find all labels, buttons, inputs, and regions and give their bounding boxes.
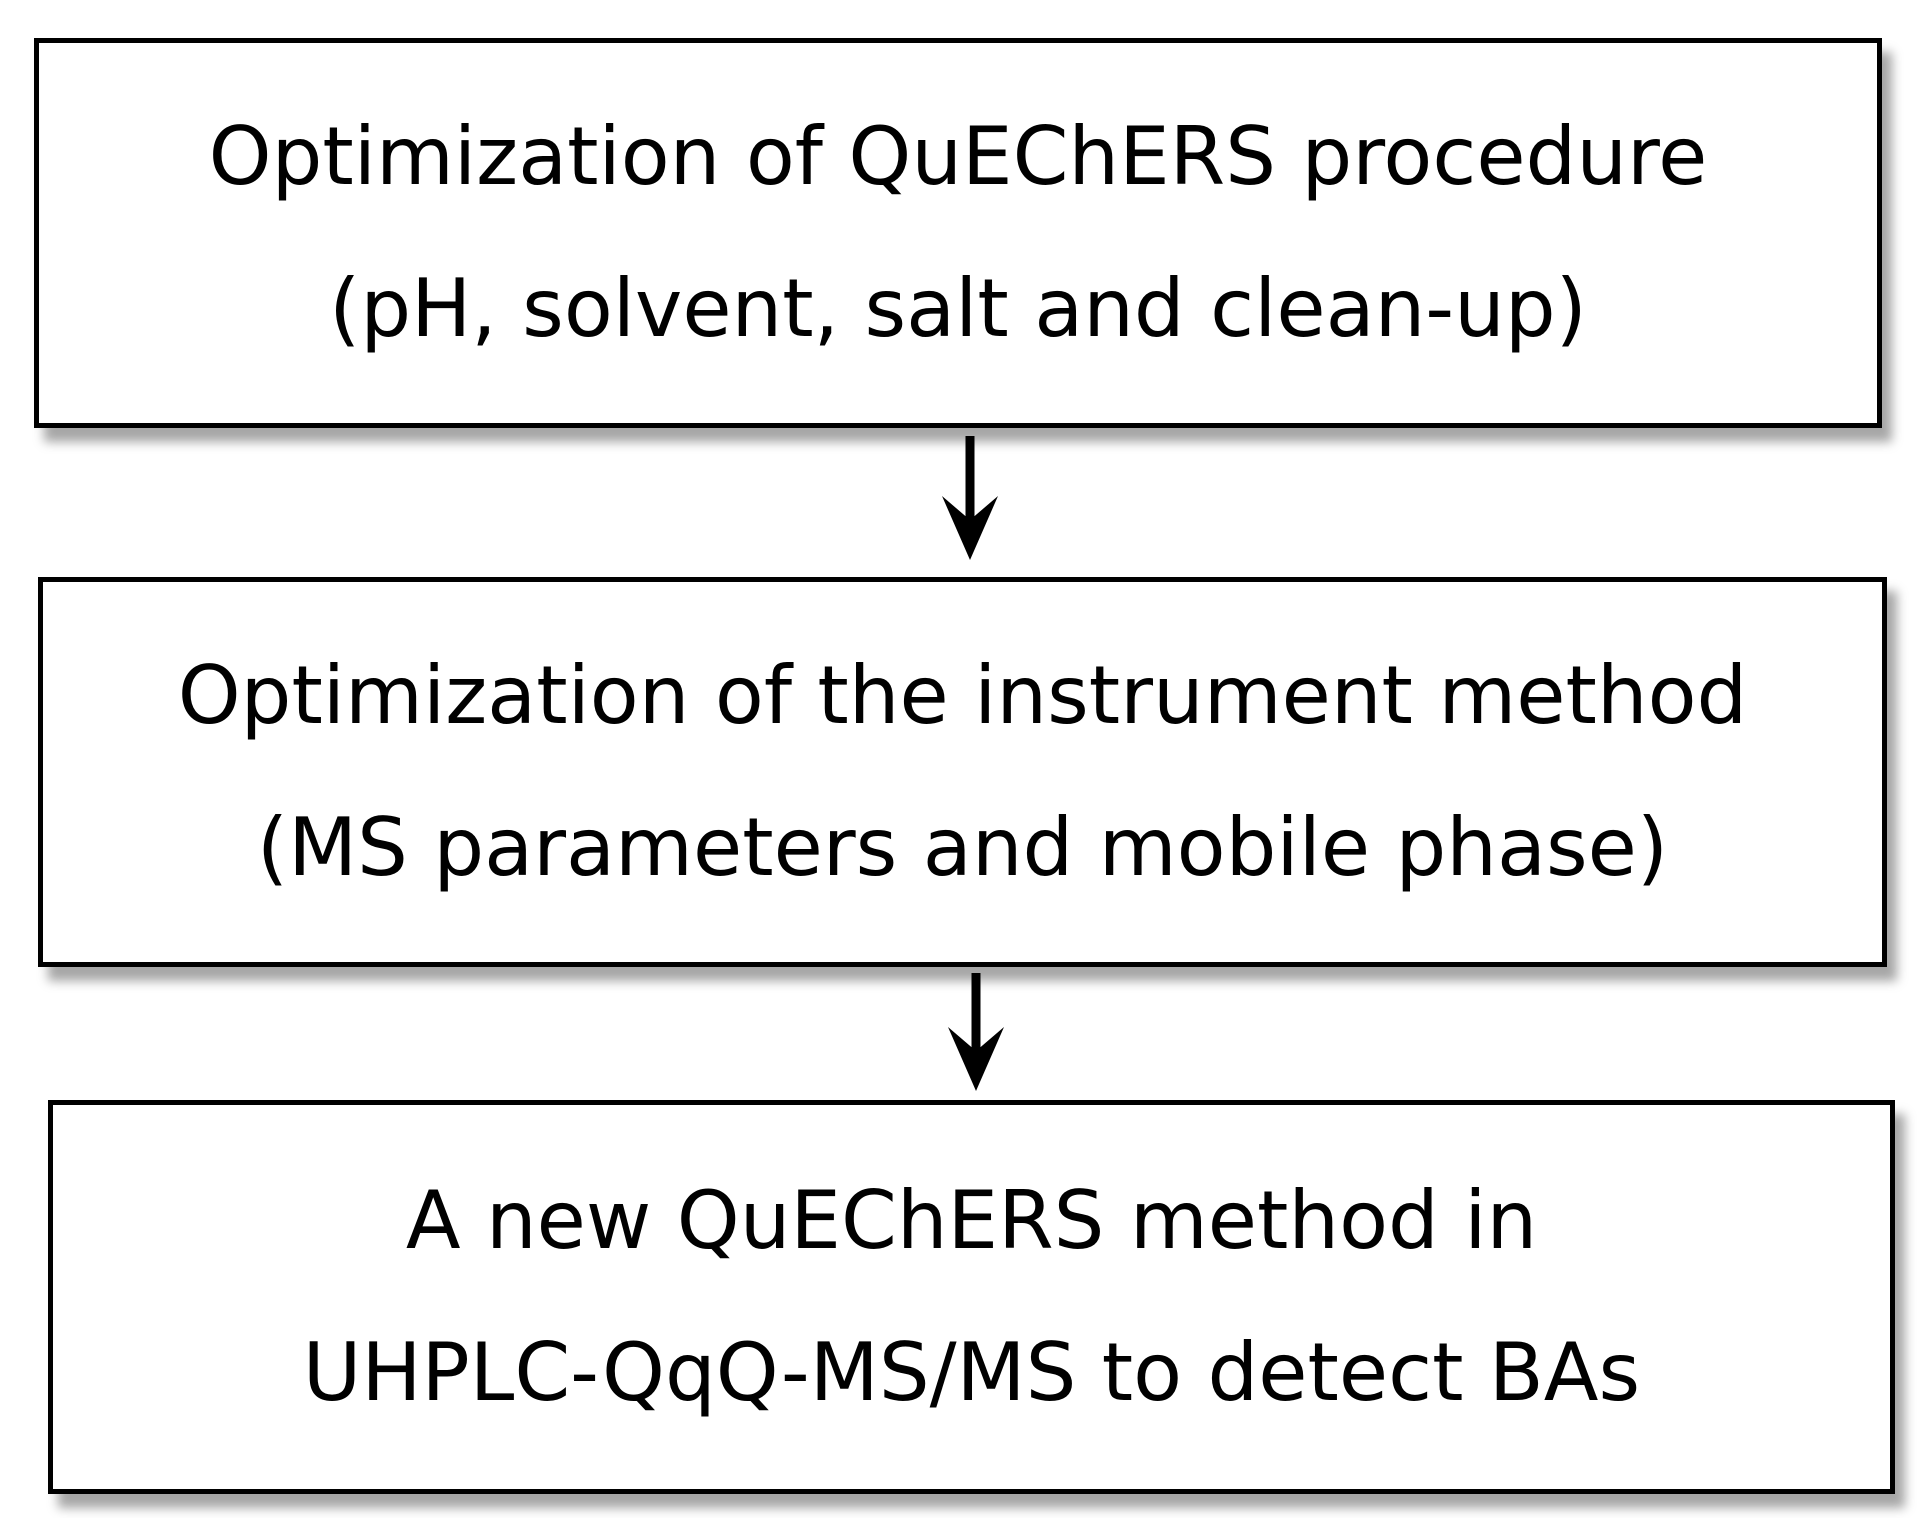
step-2-line-2: (MS parameters and mobile phase) bbox=[256, 801, 1669, 894]
step-1-line-2: (pH, solvent, salt and clean-up) bbox=[329, 262, 1587, 355]
step-3-line-1: A new QuEChERS method in bbox=[405, 1174, 1538, 1267]
step-box-2: Optimization of the instrument method (M… bbox=[38, 577, 1887, 967]
step-box-3: A new QuEChERS method in UHPLC-QqQ-MS/MS… bbox=[48, 1100, 1895, 1494]
step-box-1: Optimization of QuEChERS procedure (pH, … bbox=[34, 38, 1882, 428]
arrow-down-icon bbox=[948, 973, 1004, 1091]
step-2-line-1: Optimization of the instrument method bbox=[177, 649, 1748, 742]
step-3-line-2: UHPLC-QqQ-MS/MS to detect BAs bbox=[302, 1326, 1641, 1419]
arrow-down-icon bbox=[942, 436, 998, 560]
step-1-line-1: Optimization of QuEChERS procedure bbox=[208, 110, 1708, 203]
